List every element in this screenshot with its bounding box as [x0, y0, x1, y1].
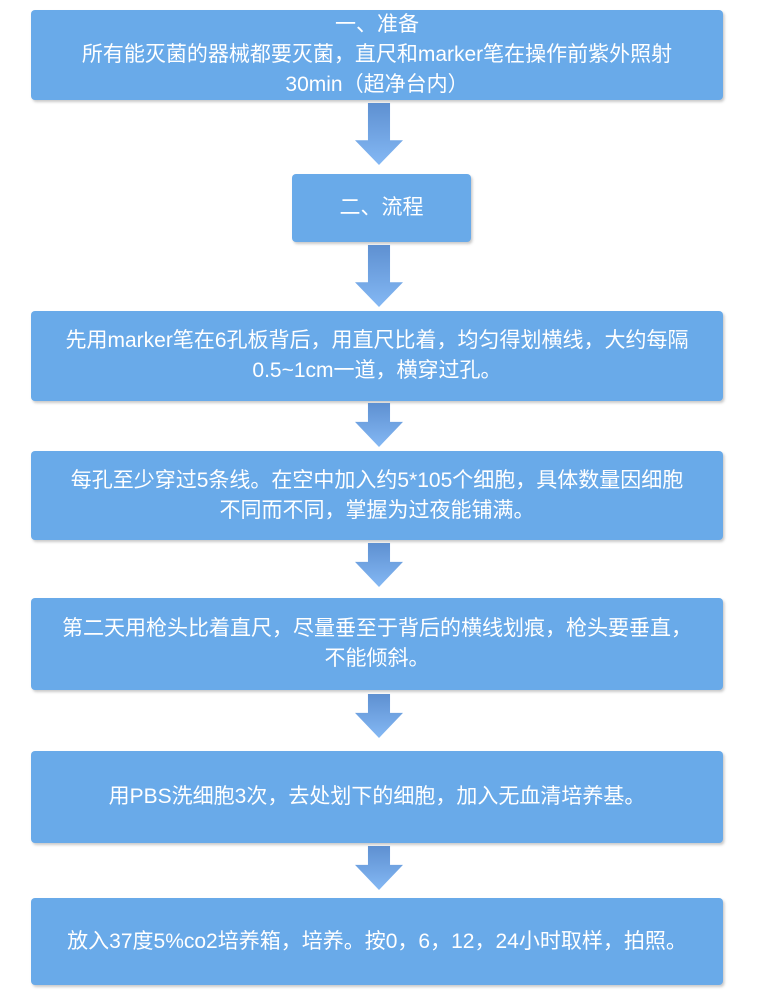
flow-step-seed-cells: 每孔至少穿过5条线。在空中加入约5*105个细胞，具体数量因细胞 不同而不同，掌…: [31, 451, 723, 540]
step-text: 用PBS洗细胞3次，去处划下的细胞，加入无血清培养基。: [108, 785, 646, 808]
flow-step-incubate: 放入37度5%co2培养箱，培养。按0，6，12，24小时取样，拍照。: [31, 898, 723, 985]
down-arrow-icon: [355, 846, 403, 890]
down-arrow-icon: [355, 403, 403, 447]
step-title: 一、准备: [335, 13, 419, 36]
step-text: 放入37度5%co2培养箱，培养。按0，6，12，24小时取样，拍照。: [67, 929, 687, 953]
down-arrow-icon: [355, 543, 403, 587]
step-text: 30min（超净台内）: [285, 73, 469, 96]
flow-step-preparation: 一、准备 所有能灭菌的器械都要灭菌，直尺和marker笔在操作前紫外照射 30m…: [31, 10, 723, 100]
down-arrow-icon: [355, 245, 403, 307]
step-text: 先用marker笔在6孔板背后，用直尺比着，均匀得划横线，大约每隔: [65, 329, 689, 352]
down-arrow-icon: [355, 694, 403, 738]
flow-step-scratch: 第二天用枪头比着直尺，尽量垂至于背后的横线划痕，枪头要垂直， 不能倾斜。: [31, 598, 723, 690]
step-text: 不能倾斜。: [324, 647, 430, 670]
flow-step-wash: 用PBS洗细胞3次，去处划下的细胞，加入无血清培养基。: [31, 751, 723, 843]
flow-step-draw-lines: 先用marker笔在6孔板背后，用直尺比着，均匀得划横线，大约每隔 0.5~1c…: [31, 311, 723, 401]
down-arrow-icon: [355, 103, 403, 165]
flow-step-process: 二、流程: [292, 174, 471, 242]
step-text: 第二天用枪头比着直尺，尽量垂至于背后的横线划痕，枪头要垂直，: [62, 617, 692, 640]
step-title: 二、流程: [339, 196, 424, 219]
step-text: 0.5~1cm一道，横穿过孔。: [252, 359, 502, 382]
step-text: 所有能灭菌的器械都要灭菌，直尺和marker笔在操作前紫外照射: [81, 43, 673, 66]
step-text: 每孔至少穿过5条线。在空中加入约5*105个细胞，具体数量因细胞: [70, 468, 684, 492]
step-text: 不同而不同，掌握为过夜能铺满。: [219, 498, 535, 522]
